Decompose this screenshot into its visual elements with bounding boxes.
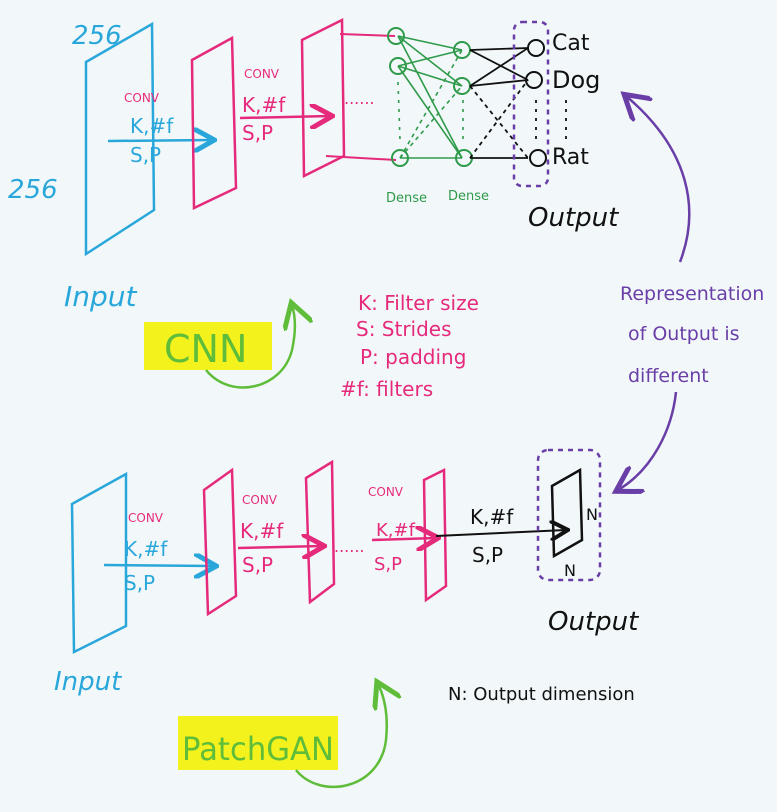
patchgan-input-plane <box>70 471 128 655</box>
cnn-conv1-params-a: K,#f <box>130 114 174 138</box>
cnn-output-node-cat <box>527 39 545 57</box>
patchgan-conv3-params-b: S,P <box>374 554 402 575</box>
note-arrow-up <box>626 96 691 263</box>
patchgan-feature-map-1 <box>202 467 238 617</box>
patchgan-feature-map-2 <box>304 459 336 605</box>
cnn-arrow-conv1 <box>107 140 212 141</box>
cnn-conv2-params-a: K,#f <box>242 93 286 117</box>
patchgan-input-label: Input <box>54 667 122 697</box>
cnn-output-node-rat <box>529 149 547 167</box>
cnn-conv1-label: CONV <box>124 91 160 105</box>
legend-k: K: Filter size <box>358 291 479 315</box>
patchgan-title-highlight <box>178 716 338 770</box>
cnn-output-node-dog <box>525 71 543 89</box>
patchgan-final-params-b: S,P <box>472 543 503 567</box>
patchgan-curve-arrow <box>295 684 387 789</box>
cnn-arrow-conv2 <box>239 116 330 118</box>
cnn-feature-map-2 <box>300 17 346 179</box>
cnn-link-bottom <box>325 155 397 161</box>
cnn-class-cat: Cat <box>552 31 590 56</box>
patchgan-title: PatchGAN <box>182 730 334 768</box>
patchgan-feature-map-3 <box>422 467 448 603</box>
note-arrow-down <box>618 391 678 490</box>
cnn-input-height: 256 <box>8 175 58 205</box>
patchgan-arrow-conv1 <box>103 565 214 566</box>
cnn-title: CNN <box>164 327 247 371</box>
cnn-input-plane <box>84 21 156 257</box>
cnn-input-width: 256 <box>72 21 122 51</box>
cnn-dense1-node-1 <box>387 27 405 45</box>
note-line-2: of Output is <box>628 323 740 345</box>
patchgan-conv1-params-b: S,P <box>124 571 155 595</box>
patchgan-output-n-right: N <box>586 505 598 524</box>
cnn-conv2-label: CONV <box>244 67 280 81</box>
cnn-input-label: Input <box>64 280 138 313</box>
cnn-conv1-params-b: S,P <box>130 143 161 167</box>
cnn-title-highlight <box>144 322 272 370</box>
patchgan-output-box <box>536 448 602 582</box>
patchgan-conv1-params-a: K,#f <box>124 537 168 561</box>
cnn-dense2-label: Dense <box>448 189 489 204</box>
cnn-class-rat: Rat <box>552 145 589 170</box>
patchgan-conv2-params-a: K,#f <box>240 519 284 543</box>
patchgan-output-label: Output <box>548 607 639 637</box>
cnn-curve-arrow <box>205 305 295 389</box>
legend-f: #f: filters <box>340 377 433 401</box>
note-line-1: Representation <box>620 283 764 305</box>
patchgan-dimension-note: N: Output dimension <box>448 684 635 705</box>
patchgan-output-n-bottom: N <box>564 561 576 580</box>
cnn-feature-map-1 <box>190 35 238 210</box>
cnn-dense1-node-3 <box>391 149 409 167</box>
patchgan-conv3-params-a: K,#f <box>376 520 416 541</box>
cnn-output-connections <box>469 47 567 159</box>
legend-p: P: padding <box>360 345 466 369</box>
cnn-class-dog: Dog <box>552 66 600 94</box>
note-line-3: different <box>628 365 709 387</box>
cnn-output-label: Output <box>528 203 619 233</box>
patchgan-dots: ...... <box>334 537 365 556</box>
patchgan-conv2-label: CONV <box>242 493 278 507</box>
legend-s: S: Strides <box>356 317 452 341</box>
patchgan-conv2-params-b: S,P <box>242 553 273 577</box>
patchgan-conv3-label: CONV <box>368 485 404 499</box>
cnn-dense1-node-2 <box>389 57 407 75</box>
cnn-conv2-params-b: S,P <box>242 121 273 145</box>
patchgan-final-params-a: K,#f <box>470 505 514 529</box>
cnn-output-box <box>512 20 550 188</box>
cnn-dense-connections <box>397 35 464 159</box>
cnn-dense1-label: Dense <box>386 191 427 206</box>
cnn-dots: ...... <box>344 89 375 108</box>
cnn-link-top <box>339 33 396 37</box>
patchgan-conv1-label: CONV <box>128 511 164 525</box>
patchgan-arrow-output <box>435 530 566 536</box>
patchgan-output-map <box>550 467 584 559</box>
